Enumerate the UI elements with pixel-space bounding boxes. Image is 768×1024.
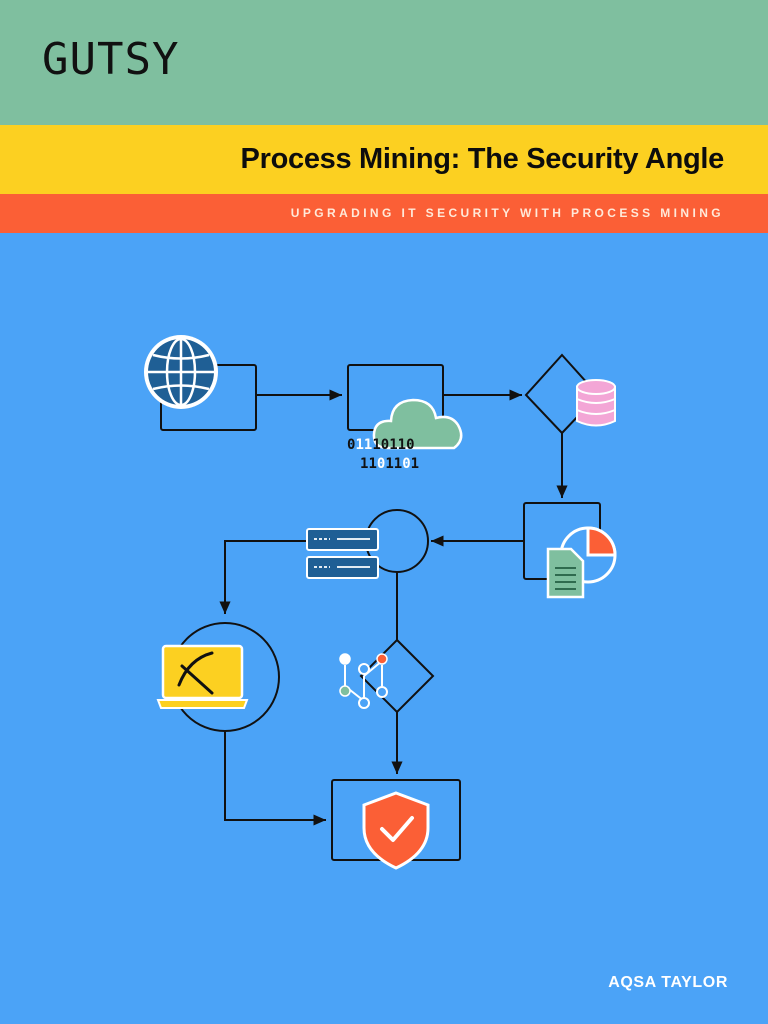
- binary-digit: 1: [394, 456, 402, 472]
- binary-digit: 1: [398, 437, 406, 453]
- document-icon: [546, 547, 585, 599]
- workflow-decision-diamond: [359, 638, 435, 714]
- binary-digit: 1: [364, 437, 372, 453]
- page-subtitle: UPGRADING IT SECURITY WITH PROCESS MININ…: [290, 206, 724, 220]
- binary-digit: 1: [368, 456, 376, 472]
- flow-arrow-laptop-to-shield: [224, 731, 326, 826]
- cloud-icon: [372, 398, 463, 450]
- binary-digit: 0: [377, 456, 385, 472]
- brand-logo: GUTSY: [42, 34, 180, 85]
- binary-digit: 1: [355, 437, 363, 453]
- title-band: [0, 125, 768, 194]
- laptop-pickaxe-icon: [156, 644, 249, 709]
- binary-digit: 0: [402, 456, 410, 472]
- binary-line-2: 1101101: [360, 456, 419, 472]
- binary-digit: 0: [381, 437, 389, 453]
- binary-digit: 0: [347, 437, 355, 453]
- binary-digit: 1: [385, 456, 393, 472]
- page-title: Process Mining: The Security Angle: [240, 143, 725, 175]
- flow-arrow-server-to-laptop: [219, 540, 307, 614]
- workflow-icon: [339, 653, 388, 709]
- binary-digit: 1: [411, 456, 419, 472]
- database-icon: [576, 379, 616, 427]
- globe-icon: [144, 335, 218, 409]
- binary-digit: 0: [406, 437, 414, 453]
- shield-check-icon: [362, 791, 430, 870]
- binary-digit: 1: [372, 437, 380, 453]
- binary-line-1: 01110110: [347, 437, 415, 453]
- top-band: [0, 0, 768, 125]
- server-icon: [306, 528, 379, 579]
- binary-digit: 1: [360, 456, 368, 472]
- binary-data-text: 01110110 1101101: [347, 437, 419, 472]
- author-name: AQSA TAYLOR: [608, 974, 728, 991]
- binary-digit: 1: [389, 437, 397, 453]
- subtitle-band: [0, 194, 768, 233]
